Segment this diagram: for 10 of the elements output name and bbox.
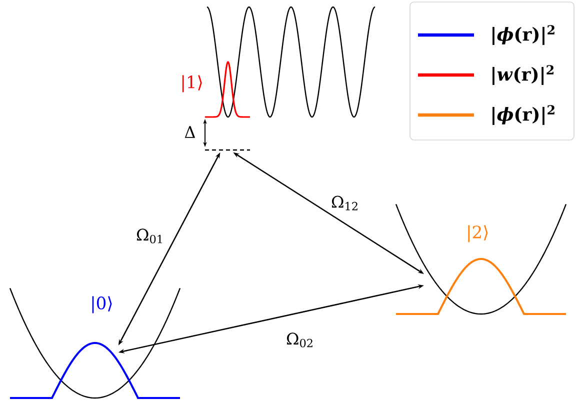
gap-label: Δ	[184, 126, 196, 138]
state-label: |2⟩	[468, 225, 488, 242]
legend-label: |ϕ(r)|$^{2}$	[492, 25, 554, 45]
state-label: |1⟩	[182, 75, 202, 92]
legend-label: |w(r)|$^{2}$	[492, 65, 554, 85]
edge-label: Ω$_{01}$	[135, 228, 166, 244]
edge-label: Ω$_{12}$	[330, 194, 360, 212]
state-label: |0⟩	[92, 296, 112, 314]
edge-label: Ω$_{02}$	[285, 332, 315, 348]
legend-label: |ϕ(r)|$^{2}$	[492, 105, 554, 125]
